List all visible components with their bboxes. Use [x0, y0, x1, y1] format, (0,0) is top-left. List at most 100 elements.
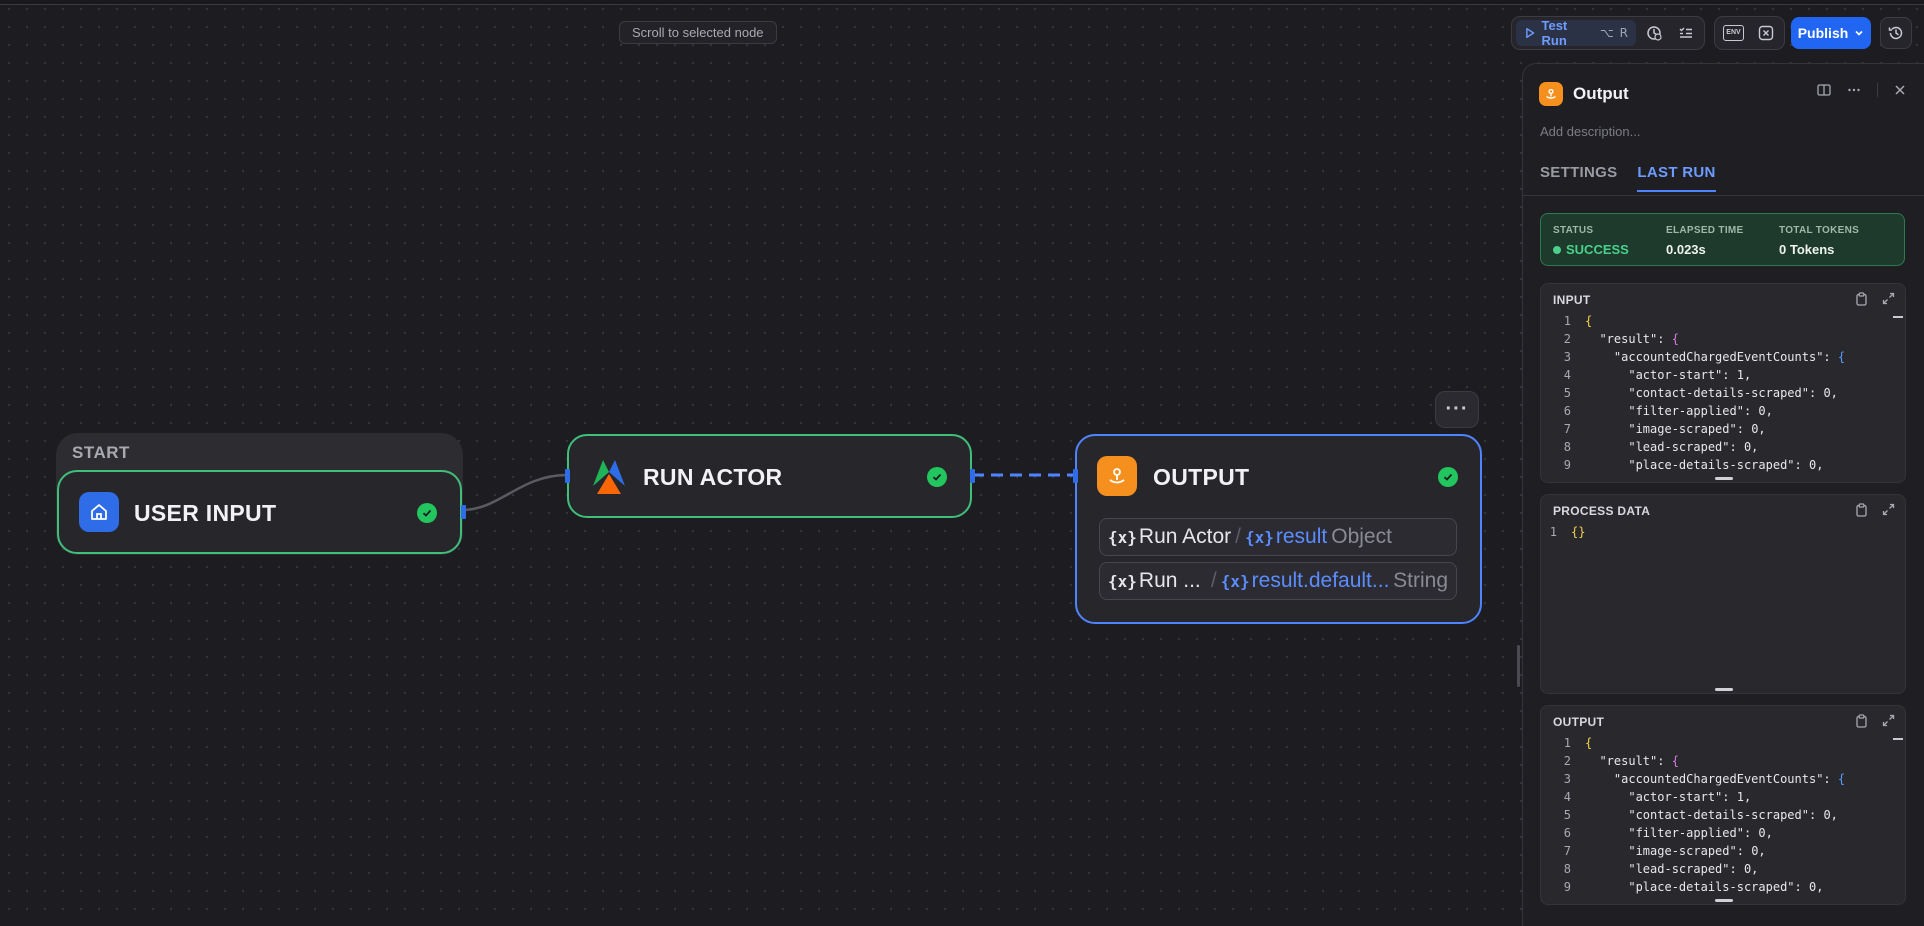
checklist-button[interactable]	[1672, 20, 1700, 46]
code-line: 6 "filter-applied": 0,	[1541, 402, 1893, 420]
target-handle[interactable]	[565, 469, 570, 483]
tab-last-run[interactable]: LAST RUN	[1637, 164, 1716, 192]
expand-icon[interactable]	[1882, 292, 1895, 305]
line-number: 5	[1563, 808, 1571, 822]
variable-separator: /	[1235, 525, 1241, 548]
expand-icon[interactable]	[1882, 503, 1895, 516]
code-content: "lead-scraped": 0,	[1571, 438, 1758, 456]
history-icon	[1888, 26, 1903, 40]
code-content: "image-scraped": 0,	[1571, 420, 1765, 438]
json-value: {}	[1571, 525, 1586, 539]
copy-icon[interactable]	[1855, 292, 1868, 306]
panel-title[interactable]: Output	[1573, 84, 1629, 103]
code-indent	[1585, 404, 1628, 418]
json-value: {	[1585, 736, 1593, 750]
code-content: "actor-start": 1,	[1571, 366, 1751, 384]
code-indent	[1585, 368, 1628, 382]
output-variable-row[interactable]: {x} Run Actor / {x} result Object	[1099, 518, 1457, 556]
line-number: 6	[1563, 404, 1571, 418]
env-toolbar-group: ENV	[1714, 16, 1785, 50]
description-input[interactable]: Add description...	[1540, 124, 1641, 139]
environment-variables-button[interactable]: ENV	[1719, 20, 1748, 46]
scroll-to-selected-node-button[interactable]: Scroll to selected node	[619, 21, 777, 44]
home-icon	[79, 492, 119, 532]
tab-settings[interactable]: SETTINGS	[1540, 164, 1618, 181]
variable-name: result.default...	[1251, 569, 1390, 592]
json-key: "image-scraped":	[1628, 422, 1752, 436]
code-indent	[1585, 862, 1628, 876]
code-line: 4 "actor-start": 1,	[1541, 788, 1893, 806]
json-key: "accountedChargedEventCounts":	[1613, 772, 1838, 786]
elapsed-time-label: ELAPSED TIME	[1666, 225, 1744, 236]
json-value: 0,	[1758, 826, 1773, 840]
code-content: "lead-scraped": 0,	[1571, 860, 1758, 878]
source-handle[interactable]	[970, 469, 975, 483]
code-line: 3 "accountedChargedEventCounts": {	[1541, 770, 1893, 788]
line-number: 5	[1563, 386, 1571, 400]
target-handle[interactable]	[1073, 469, 1078, 483]
json-value: 1,	[1736, 790, 1752, 804]
version-history-button[interactable]	[1880, 17, 1912, 49]
code-line: 7 "image-scraped": 0,	[1541, 842, 1893, 860]
expand-icon[interactable]	[1882, 714, 1895, 727]
json-key: "filter-applied":	[1628, 404, 1759, 418]
input-code-view[interactable]: 1{2 "result": {3 "accountedChargedEventC…	[1541, 312, 1893, 474]
elapsed-time-value: 0.023s	[1666, 242, 1706, 257]
test-run-label: Test Run	[1541, 18, 1568, 48]
output-code-view[interactable]: 1{2 "result": {3 "accountedChargedEventC…	[1541, 734, 1893, 896]
node-more-options-button[interactable]: ···	[1435, 391, 1479, 428]
variable-icon: {x}	[1244, 527, 1274, 547]
variable-separator: /	[1210, 569, 1217, 592]
line-number: 7	[1563, 844, 1571, 858]
code-content: "actor-start": 1,	[1571, 788, 1751, 806]
code-line: 7 "image-scraped": 0,	[1541, 420, 1893, 438]
conversation-variables-button[interactable]	[1752, 20, 1780, 46]
output-node[interactable]: OUTPUT {x} Run Actor / {x} result Object…	[1073, 434, 1482, 624]
copy-icon[interactable]	[1855, 714, 1868, 728]
publish-button[interactable]: Publish	[1791, 17, 1871, 49]
clock-play-icon	[1647, 26, 1662, 41]
node-detail-panel: Output Add description... SETTINGS LAST …	[1522, 63, 1924, 926]
variable-box-icon	[1758, 25, 1774, 41]
panel-resize-handle[interactable]	[1517, 645, 1520, 687]
source-handle[interactable]	[461, 505, 466, 519]
code-scrollbar[interactable]	[1893, 316, 1903, 318]
code-scrollbar[interactable]	[1893, 738, 1903, 740]
section-resize-handle[interactable]	[1715, 899, 1733, 902]
json-value: {	[1837, 772, 1846, 786]
code-indent	[1585, 772, 1614, 786]
edge-start-to-run-actor[interactable]	[461, 473, 568, 512]
section-resize-handle[interactable]	[1715, 688, 1733, 691]
code-line: 3 "accountedChargedEventCounts": {	[1541, 348, 1893, 366]
variable-node-name: Run Actor	[1138, 525, 1232, 548]
run-actor-node[interactable]: RUN ACTOR	[565, 434, 975, 518]
split-view-icon[interactable]	[1817, 83, 1831, 97]
json-value: {	[1585, 314, 1593, 328]
code-line: 1{}	[1541, 523, 1893, 541]
json-value: {	[1837, 350, 1846, 364]
code-line: 5 "contact-details-scraped": 0,	[1541, 384, 1893, 402]
json-key: "image-scraped":	[1628, 844, 1752, 858]
section-resize-handle[interactable]	[1715, 477, 1733, 480]
variable-type: Object	[1331, 525, 1392, 548]
line-number: 1	[1563, 314, 1571, 328]
variable-icon: {x}	[1108, 571, 1137, 591]
process-data-code-view[interactable]: 1{}	[1541, 523, 1893, 541]
close-icon[interactable]	[1894, 84, 1906, 96]
success-check-icon	[927, 467, 947, 487]
shortcut-option-key: ⌥	[1599, 26, 1614, 40]
code-content: "place-details-scraped": 0,	[1571, 878, 1823, 896]
test-run-button[interactable]: Test Run ⌥ R	[1516, 18, 1636, 48]
output-variable-row[interactable]: {x} Run ... / {x} result.default... Stri…	[1099, 562, 1457, 600]
total-tokens-value: 0 Tokens	[1779, 242, 1835, 257]
more-horizontal-icon[interactable]	[1847, 83, 1861, 97]
chevron-down-icon	[1855, 30, 1863, 36]
user-input-node[interactable]: USER INPUT	[57, 470, 466, 554]
copy-icon[interactable]	[1855, 503, 1868, 517]
code-content: "accountedChargedEventCounts": {	[1571, 770, 1845, 788]
line-number: 3	[1563, 772, 1571, 786]
code-indent	[1585, 790, 1628, 804]
start-group-label: START	[72, 443, 130, 462]
json-value: 0,	[1808, 880, 1824, 894]
run-history-button[interactable]	[1640, 20, 1668, 46]
